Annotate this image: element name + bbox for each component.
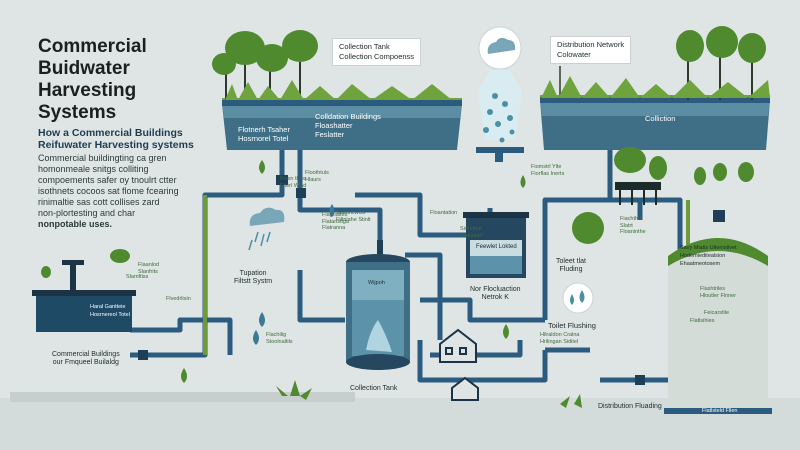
- rain-cloud-icon: [248, 207, 285, 251]
- right-reservoir-label: Colliction: [645, 114, 676, 123]
- tree-circle-icon: [572, 212, 604, 244]
- collection-tank: [346, 240, 410, 370]
- distribution-fluading-label: Distribution Fluading: [598, 403, 662, 410]
- small-label-16: Feicarstile: [704, 310, 730, 316]
- small-label-11: Floantation: [430, 210, 458, 216]
- toilet-flushing-label: Toilet Flushing: [548, 321, 596, 330]
- drops: [181, 160, 701, 383]
- water-drop-circle-icon: [562, 282, 594, 314]
- right-reservoir: [540, 95, 770, 150]
- left-building: [32, 260, 136, 332]
- collection-tank-bottom-label: Collection Tank: [350, 385, 398, 392]
- left-reservoir: [222, 98, 462, 150]
- feeder-box-label: Feewlet Lokted: [476, 244, 517, 250]
- gazebo-trees: [614, 147, 754, 185]
- left-trees: [212, 30, 452, 100]
- small-house: [439, 328, 477, 363]
- small-label-15: Slamftlss: [126, 274, 149, 280]
- ground-path: [10, 392, 355, 402]
- small-label-14: Flatlsihies: [690, 318, 715, 324]
- right-dome: [664, 238, 772, 414]
- flotation-box: [463, 212, 529, 278]
- right-trees: [541, 26, 770, 100]
- gazebo: [615, 182, 661, 205]
- leaf-bush-icons: [41, 249, 582, 408]
- ground-strip: [0, 398, 800, 450]
- small-label-17: Flatlsteld Fllen: [702, 408, 738, 414]
- pipe-valves: [138, 175, 725, 385]
- small-label-5: Flvedrlisin: [166, 296, 191, 302]
- small-house-2: [451, 376, 479, 401]
- rain-shower: [476, 26, 524, 162]
- tank-inner-label: Wijpoh: [368, 280, 385, 286]
